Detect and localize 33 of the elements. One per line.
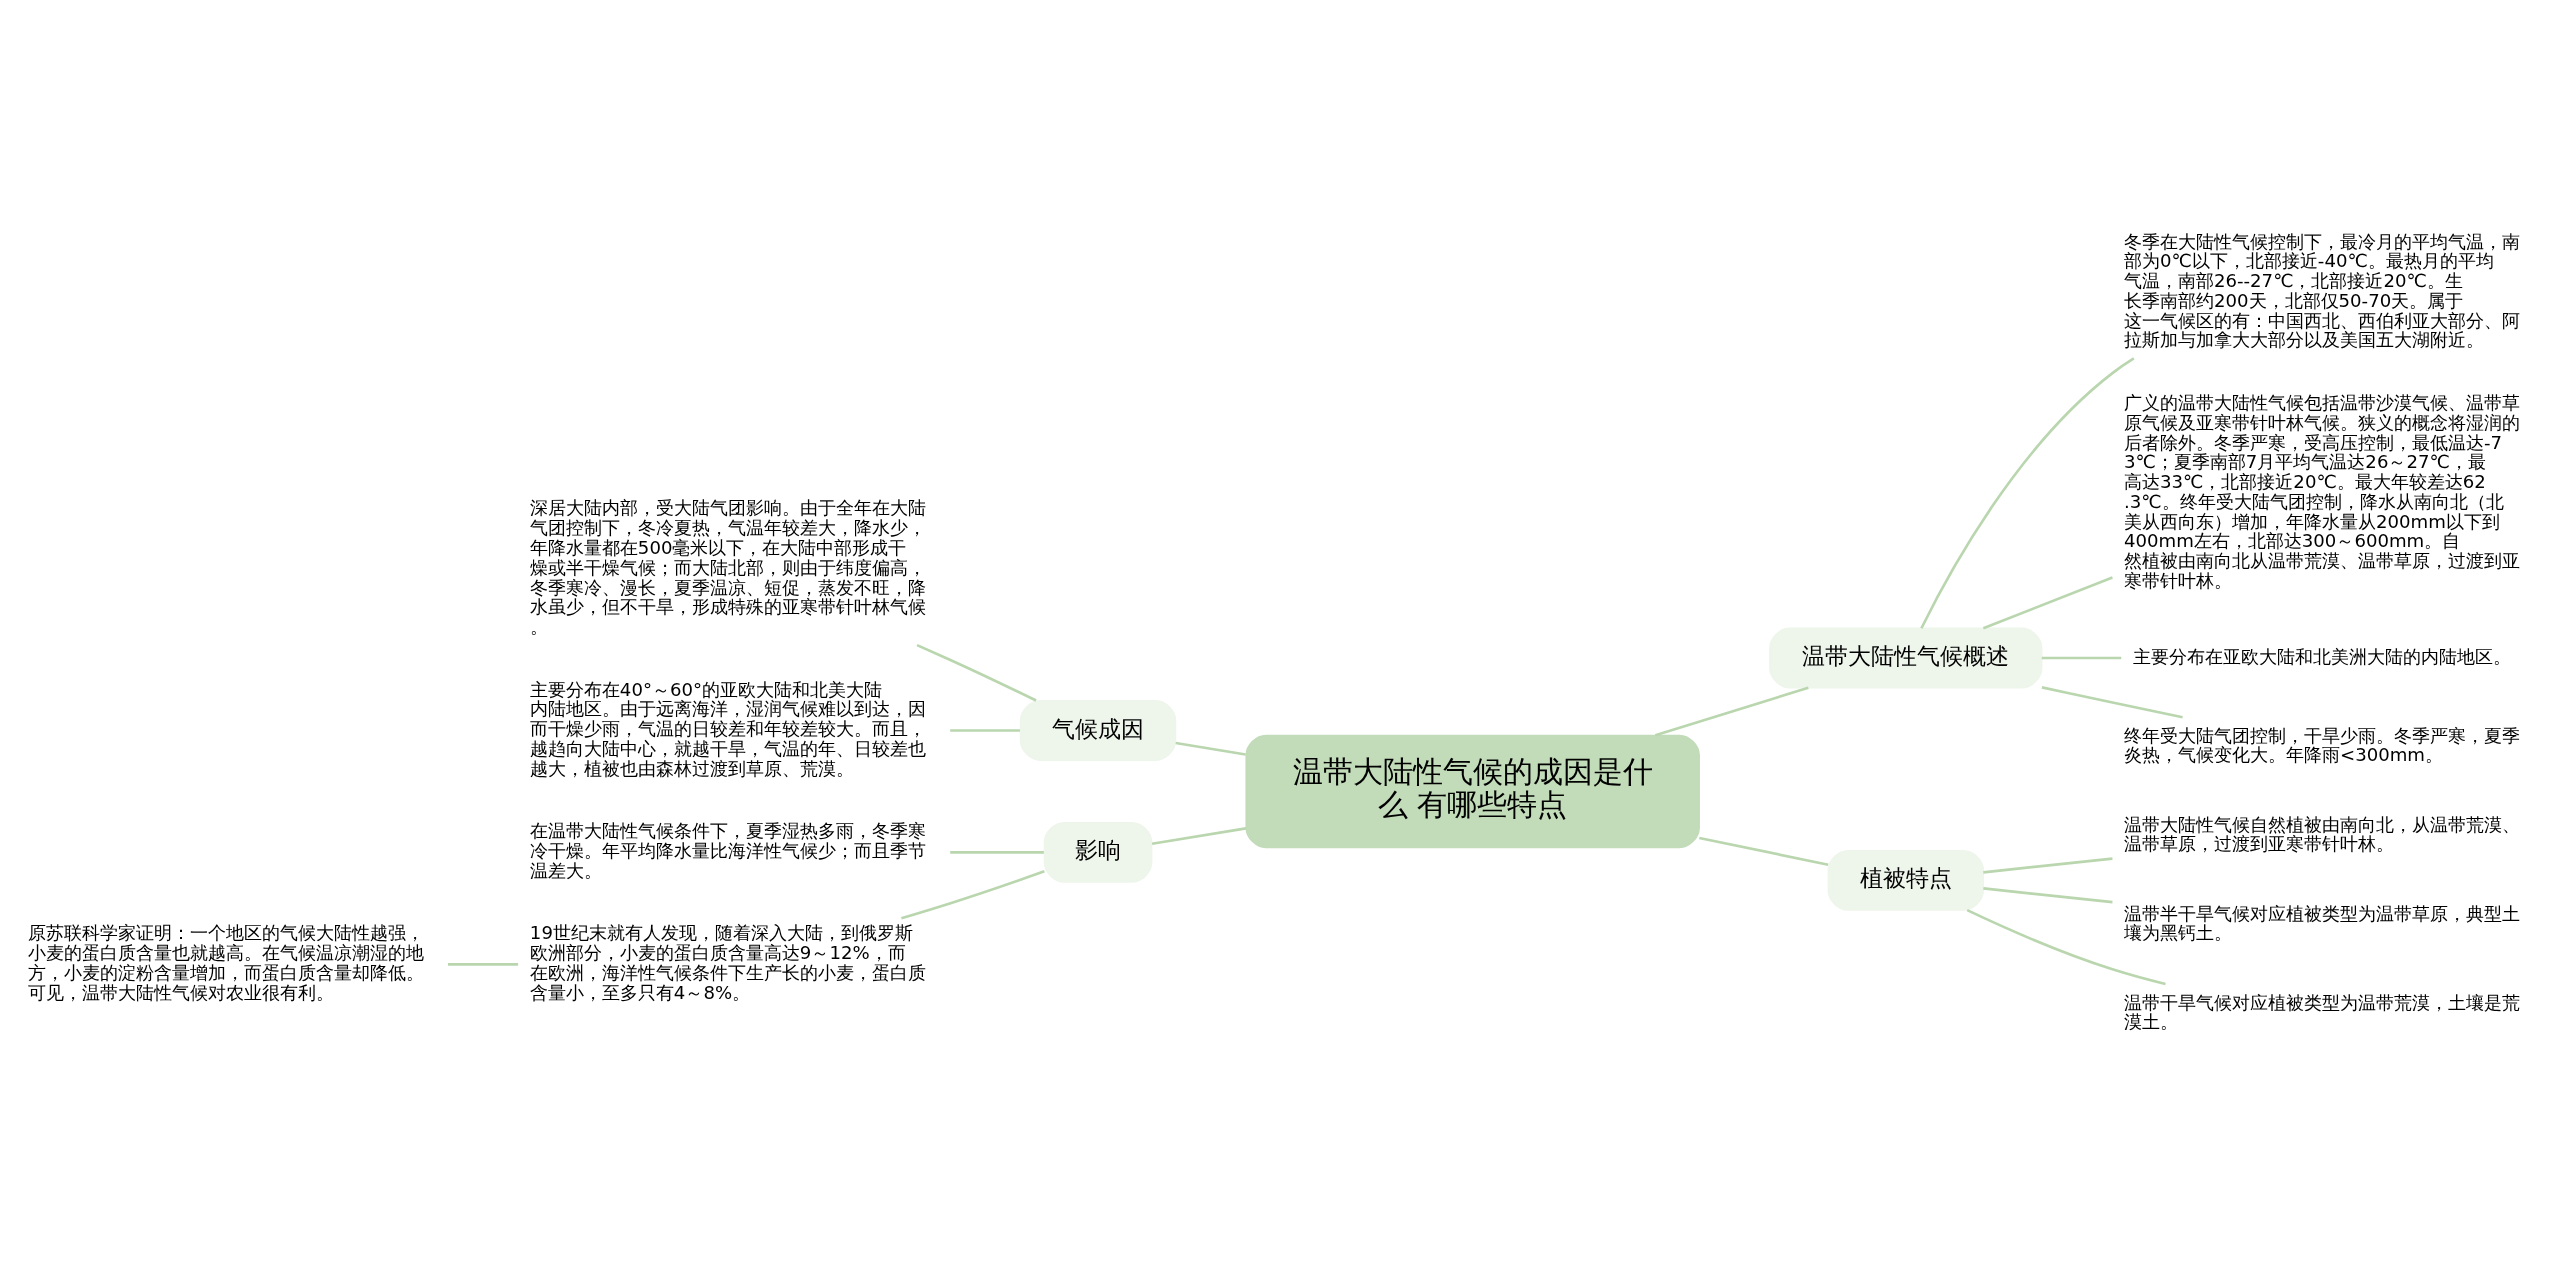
node-text: 主要分布在40°～60°的亚欧大陆和北美大陆内陆地区。由于远离海洋，湿润气候难以到达，因而干燥少雨，气温的日较差和年较差较大。而且，越趋向大陆中心，就越干旱，气温的年、日较差也越大，植被也由森林过渡到草原、荒漠。	[529, 678, 926, 779]
connector	[950, 729, 1020, 732]
node-text: 在温带大陆性气候条件下，夏季湿热多雨，冬季寒冷干燥。年平均降水量比海洋性气候少；而且季节温差大。	[529, 820, 926, 881]
connector	[1982, 576, 2113, 630]
connector	[950, 851, 1044, 854]
node-text: 温带干旱气候对应植被类型为温带荒漠，土壤是荒漠土。	[2124, 991, 2520, 1033]
node-text: 温带大陆性气候自然植被由南向北，从温带荒漠、温带草原，过渡到亚寒带针叶林。	[2124, 813, 2520, 855]
connector	[1983, 887, 2113, 904]
connector	[1966, 908, 2166, 986]
connector	[1983, 857, 2113, 874]
node-box: 温带大陆性气候的成因是什么 有哪些特点	[1245, 734, 1700, 849]
connector	[916, 643, 1037, 702]
node-text: 主要分布在亚欧大陆和北美洲大陆的内陆地区。	[2133, 645, 2512, 667]
connector	[1175, 741, 1246, 756]
node-text: 19世纪末就有人发现，随着深入大陆，到俄罗斯欧洲部分，小麦的蛋白质含量高达9～12%，而在欧洲，海洋性气候条件下生产长的小麦，蛋白质含量小，至多只有4～8%。	[529, 922, 926, 1003]
connector	[1699, 836, 1829, 866]
node-text: 终年受大陆气团控制，干旱少雨。冬季严寒，夏季炎热，气候变化大。年降雨<300mm。	[2124, 724, 2520, 766]
connector	[2041, 656, 2122, 660]
node-box: 温带大陆性气候概述	[1769, 627, 2043, 689]
connector	[1920, 357, 2135, 629]
node-box: 植被特点	[1827, 849, 1984, 911]
connector	[447, 963, 519, 966]
node-text: 温带半干旱气候对应植被类型为温带草原，典型土壤为黑钙土。	[2124, 902, 2520, 944]
connector	[1654, 686, 1809, 737]
connector	[2041, 686, 2183, 719]
node-box: 气候成因	[1019, 700, 1177, 761]
node-text: 广义的温带大陆性气候包括温带沙漠气候、温带草原气候及亚寒带针叶林气候。狭义的概念将湿润的后者除外。冬季严寒，受高压控制，最低温达-73℃；夏季南部7月平均气温达26～27℃，最高达33℃，北部接近20℃。最大年较差达62.3℃。终年受大陆气团控制，降水从南向北（北美从西向东）增加，年降水量从200mm以下到400mm左右，北部达300～600mm。自然植被由南向北从温带荒漠、温带草原，过渡到亚寒带针叶林。	[2124, 392, 2520, 591]
connector	[901, 870, 1045, 920]
node-text: 原苏联科学家证明：一个地区的气候大陆性越强，小麦的蛋白质含量也就越高。在气候温凉潮湿的地方，小麦的淀粉含量增加，而蛋白质含量却降低。可见，温带大陆性气候对农业很有利。	[27, 922, 424, 1003]
connector	[1151, 827, 1247, 846]
node-text: 冬季在大陆性气候控制下，最冷月的平均气温，南部为0℃以下，北部接近-40℃。最热月的平均气温，南部26--27℃，北部接近20℃。生长季南部约200天，北部仅50-70天。属于这一气候区的有：中国西北、西伯利亚大部分、阿拉斯加与加拿大大部分以及美国五大湖附近。	[2124, 230, 2520, 351]
node-box: 影响	[1043, 821, 1153, 883]
node-text: 深居大陆内部，受大陆气团影响。由于全年在大陆气团控制下，冬冷夏热，气温年较差大，降水少，年降水量都在500毫米以下，在大陆中部形成干燥或半干燥气候；而大陆北部，则由于纬度偏高，冬季寒冷、漫长，夏季温凉、短促，蒸发不旺，降水虽少，但不干旱，形成特殊的亚寒带针叶林气候。	[529, 497, 926, 638]
